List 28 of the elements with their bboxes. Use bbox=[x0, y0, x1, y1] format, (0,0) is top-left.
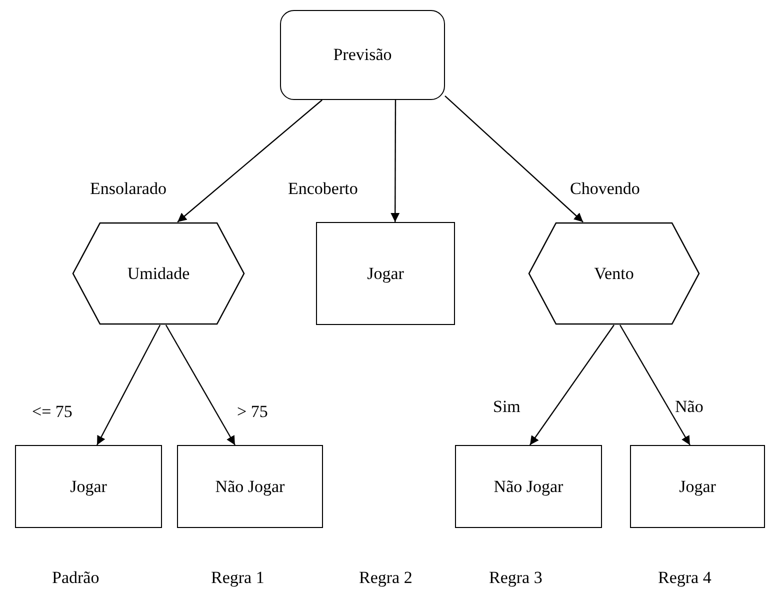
leaf-box bbox=[455, 445, 602, 528]
leaf-box bbox=[15, 445, 162, 528]
arrow bbox=[529, 324, 614, 446]
rule-label: Regra 3 bbox=[489, 568, 542, 588]
node-label: Previsão bbox=[333, 45, 392, 65]
arrow bbox=[165, 324, 236, 446]
leaf-box bbox=[630, 445, 765, 528]
node-label: Jogar bbox=[679, 476, 716, 496]
node-label: Jogar bbox=[367, 264, 404, 284]
decision-hexagon bbox=[528, 222, 700, 325]
rule-label: Padrão bbox=[52, 568, 100, 588]
rule-label: Regra 1 bbox=[211, 568, 264, 588]
arrow bbox=[444, 96, 584, 222]
arrow bbox=[390, 100, 400, 222]
arrow bbox=[177, 100, 322, 222]
node-label: Vento bbox=[594, 264, 634, 284]
rule-label: Regra 2 bbox=[359, 568, 412, 588]
node-label: Não Jogar bbox=[494, 476, 564, 496]
node-label: Não Jogar bbox=[215, 476, 285, 496]
node-label: Jogar bbox=[70, 476, 107, 496]
leaf-box bbox=[177, 445, 323, 528]
root-box bbox=[280, 10, 445, 100]
node-label: Umidade bbox=[127, 264, 190, 284]
leaf-box bbox=[316, 222, 455, 325]
arrow bbox=[620, 324, 690, 446]
arrow bbox=[96, 324, 161, 446]
rule-label: Regra 4 bbox=[658, 568, 712, 588]
decision-hexagon bbox=[72, 222, 245, 325]
